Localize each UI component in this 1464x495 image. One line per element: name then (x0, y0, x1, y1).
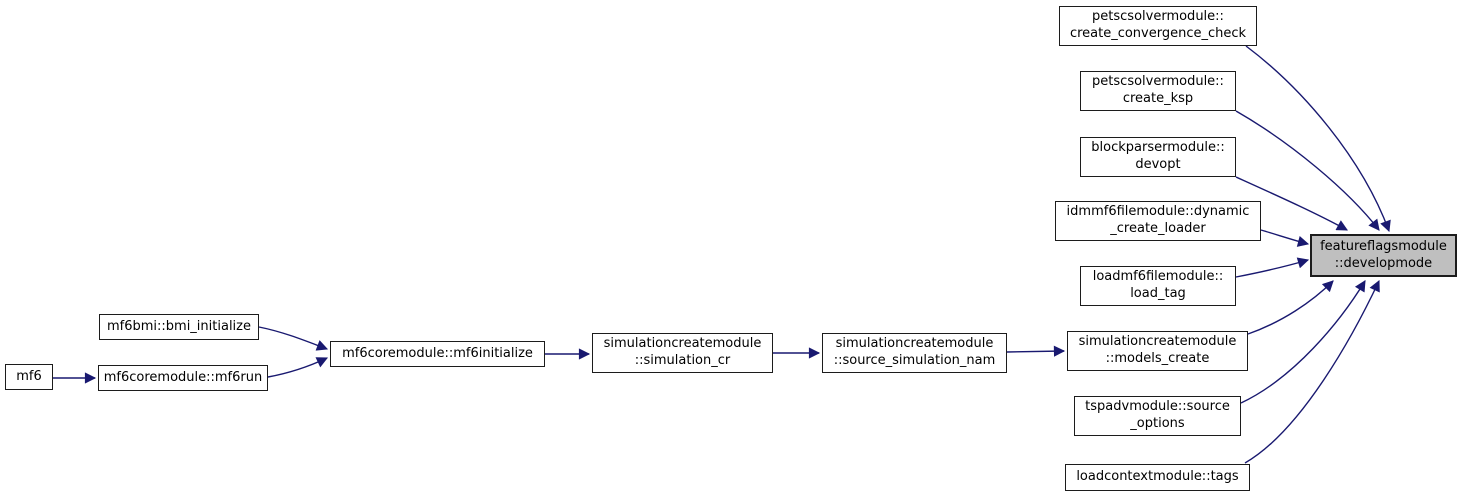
node-label: simulationcreatemodule ::simulation_cr (603, 336, 762, 368)
node-label: simulationcreatemodule ::source_simulati… (833, 336, 996, 368)
node-label: simulationcreatemodule ::models_create (1078, 334, 1237, 366)
edge-source-options-to-developmode (1240, 280, 1366, 404)
node-create-convergence-check[interactable]: petscsolvermodule:: create_convergence_c… (1059, 6, 1257, 46)
node-label: tspadvmodule::source _options (1085, 399, 1230, 431)
edge-source-simulation-nam-to-models-create (1006, 345, 1066, 357)
node-load-tag[interactable]: loadmf6filemodule:: load_tag (1080, 266, 1236, 306)
node-label: mf6coremodule::mf6run (103, 369, 263, 385)
edge-tags-to-developmode (1244, 279, 1380, 464)
node-source-simulation-nam[interactable]: simulationcreatemodule ::source_simulati… (822, 333, 1007, 373)
node-simulation-cr[interactable]: simulationcreatemodule ::simulation_cr (592, 333, 773, 373)
edge-dynamic-create-loader-to-developmode (1260, 229, 1310, 247)
node-label: mf6bmi::bmi_initialize (106, 318, 251, 334)
node-label: loadcontextmodule::tags (1076, 469, 1239, 485)
node-label: mf6 (16, 368, 42, 384)
node-label: mf6coremodule::mf6initialize (342, 345, 533, 361)
node-bmi-initialize[interactable]: mf6bmi::bmi_initialize (99, 314, 259, 340)
node-developmode-target: featureflagsmodule ::developmode (1310, 234, 1457, 277)
node-label: featureflagsmodule ::developmode (1320, 238, 1447, 271)
node-devopt[interactable]: blockparsermodule:: devopt (1080, 137, 1236, 177)
edge-load-tag-to-developmode (1235, 257, 1310, 278)
node-label: loadmf6filemodule:: load_tag (1092, 269, 1224, 301)
node-source-options[interactable]: tspadvmodule::source _options (1074, 396, 1241, 436)
node-label: blockparsermodule:: devopt (1091, 140, 1225, 172)
node-mf6initialize[interactable]: mf6coremodule::mf6initialize (330, 341, 545, 367)
edge-bmi-initialize-to-mf6initialize (258, 326, 329, 351)
edge-models-create-to-developmode (1247, 280, 1334, 335)
node-mf6run[interactable]: mf6coremodule::mf6run (98, 365, 268, 391)
node-create-ksp[interactable]: petscsolvermodule:: create_ksp (1080, 71, 1236, 111)
node-tags[interactable]: loadcontextmodule::tags (1065, 464, 1250, 491)
node-label: petscsolvermodule:: create_ksp (1092, 74, 1224, 106)
node-mf6[interactable]: mf6 (5, 364, 53, 390)
edge-create-convergence-check-to-developmode (1245, 45, 1391, 233)
node-dynamic-create-loader[interactable]: idmmf6filemodule::dynamic _create_loader (1055, 201, 1261, 241)
node-models-create[interactable]: simulationcreatemodule ::models_create (1067, 331, 1248, 371)
node-label: petscsolvermodule:: create_convergence_c… (1069, 9, 1247, 41)
edge-mf6run-to-mf6initialize (267, 357, 329, 378)
node-label: idmmf6filemodule::dynamic _create_loader (1066, 204, 1250, 236)
